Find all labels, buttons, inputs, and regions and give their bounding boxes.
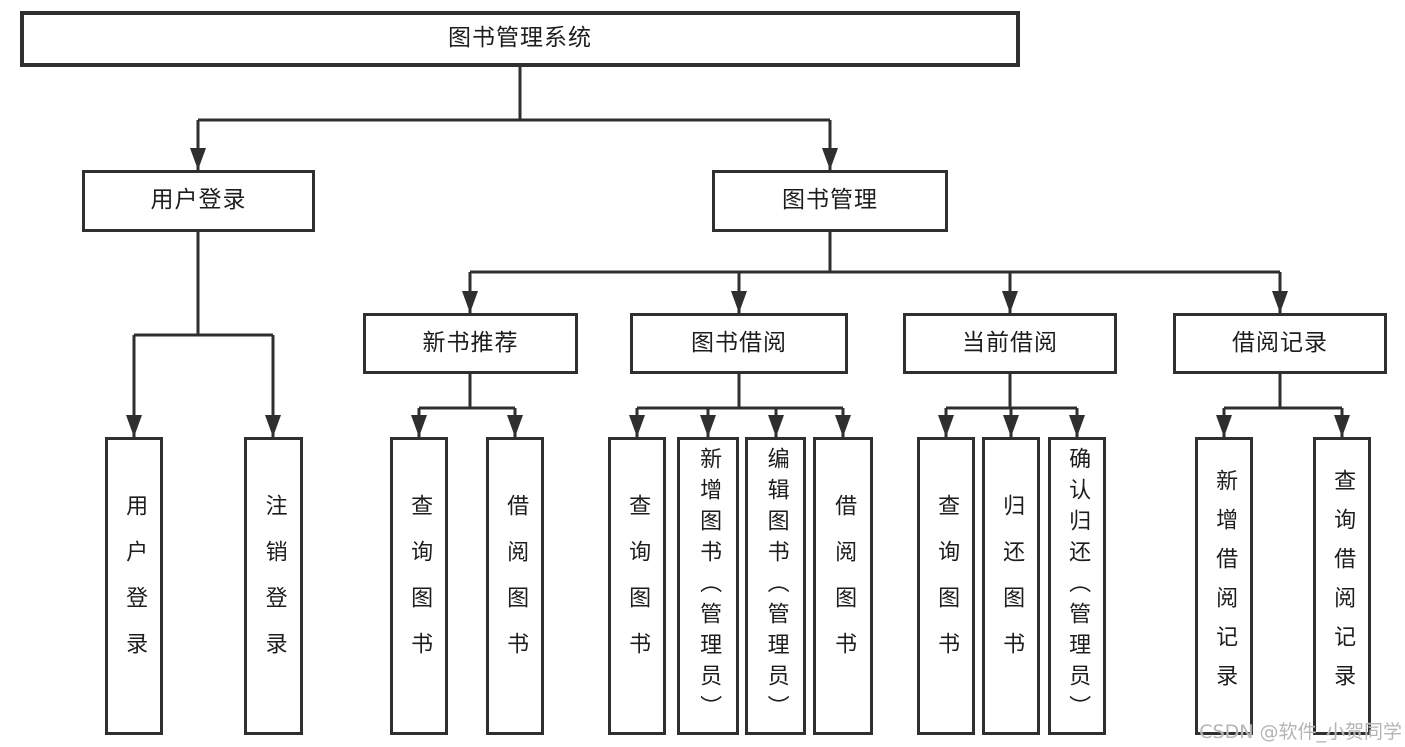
leaf-edit-books-admin: 编辑图书（管理员） [745,437,806,735]
leaf-query-books-borrow: 查询图书 [608,437,666,735]
node-borrowing-records: 借阅记录 [1173,313,1387,374]
connector-arrows [126,120,1350,437]
node-book-borrowing: 图书借阅 [630,313,848,374]
leaf-user-login: 用户登录 [105,437,163,735]
csdn-watermark: CSDN @软件_小贺同学 [1199,721,1402,743]
leaf-add-borrow-record: 新增借阅记录 [1195,437,1253,735]
node-user-login: 用户登录 [82,170,315,232]
leaf-confirm-return-admin: 确认归还（管理员） [1048,437,1106,735]
leaf-borrow-books: 借阅图书 [813,437,873,735]
leaf-query-books-current: 查询图书 [917,437,975,735]
node-current-borrowing: 当前借阅 [903,313,1117,374]
node-library-management-system: 图书管理系统 [20,11,1020,67]
leaf-return-books: 归还图书 [982,437,1040,735]
leaf-borrow-books-recommend: 借阅图书 [486,437,544,735]
leaf-add-books-admin: 新增图书（管理员） [677,437,739,735]
leaf-query-books-recommend: 查询图书 [390,437,448,735]
leaf-query-borrow-record: 查询借阅记录 [1313,437,1371,735]
node-book-management: 图书管理 [712,170,948,232]
node-new-book-recommendation: 新书推荐 [363,313,578,374]
leaf-logout-login: 注销登录 [244,437,303,735]
